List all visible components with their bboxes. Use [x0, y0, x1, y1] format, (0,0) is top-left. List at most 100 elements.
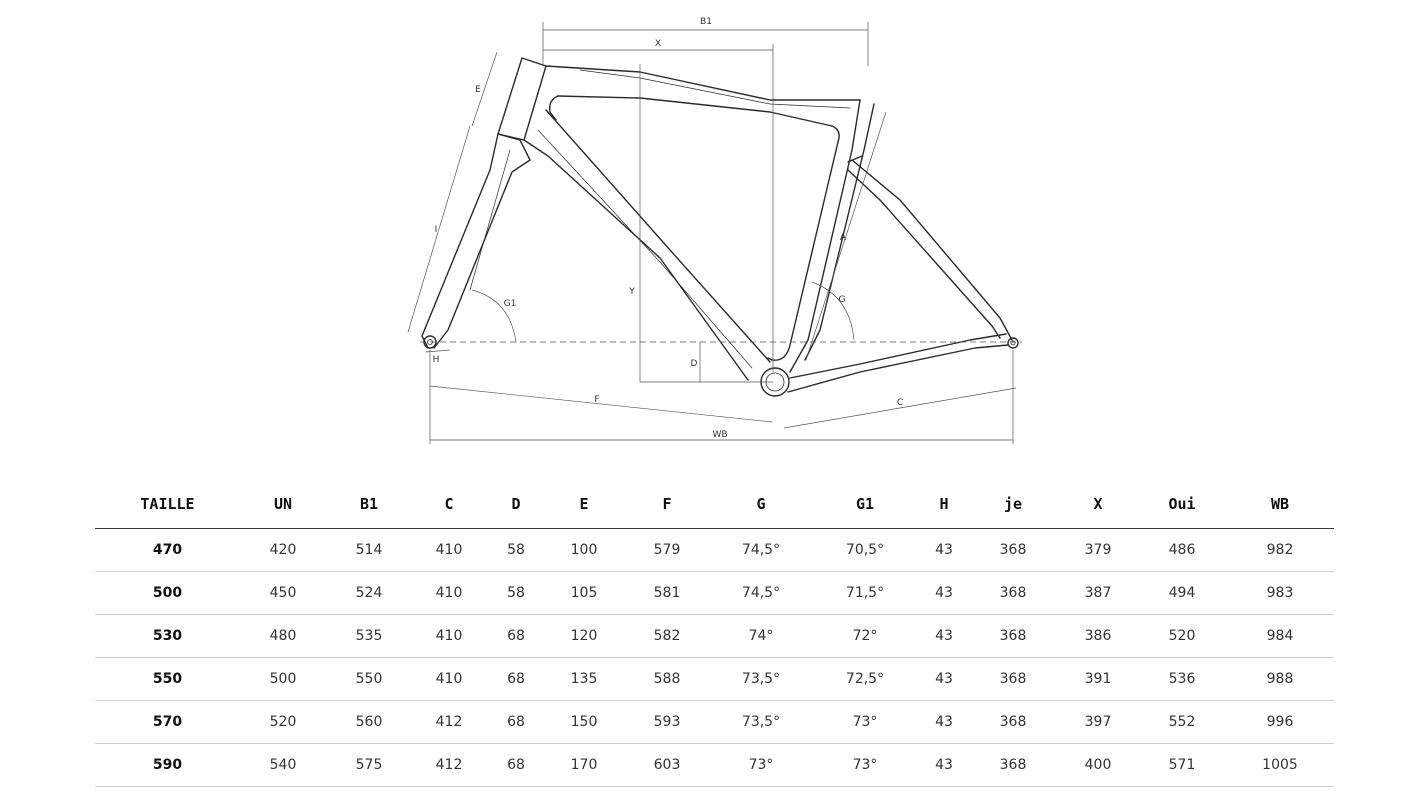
table-cell: 520 [240, 700, 326, 744]
label-y: Y [628, 287, 635, 297]
header-wb: WB [1226, 480, 1334, 529]
header-x: X [1058, 480, 1138, 529]
table-cell: 410 [412, 571, 486, 615]
table-cell: 500 [240, 657, 326, 701]
header-b1: B1 [326, 480, 412, 529]
table-cell: 386 [1058, 614, 1138, 658]
table-cell: 120 [546, 614, 622, 658]
label-x: X [655, 39, 661, 49]
table-cell: 1005 [1226, 743, 1334, 787]
seat-stay [851, 159, 1013, 341]
table-cell: 391 [1058, 657, 1138, 701]
table-cell: 73° [810, 743, 920, 787]
table-cell: 571 [1138, 743, 1226, 787]
table-cell: 43 [920, 528, 968, 572]
header-je: je [968, 480, 1058, 529]
table-cell: 58 [486, 528, 546, 572]
table-row: 570 520 560 412 68 150 593 73,5° 73° 43 … [95, 700, 1334, 744]
table-cell: 552 [1138, 700, 1226, 744]
table-cell: 368 [968, 657, 1058, 701]
table-cell: 70,5° [810, 528, 920, 572]
table-cell: 368 [968, 614, 1058, 658]
label-i: I [435, 225, 438, 235]
table-cell: 514 [326, 528, 412, 572]
table-cell: 43 [920, 657, 968, 701]
table-cell: 368 [968, 528, 1058, 572]
table-cell: 983 [1226, 571, 1334, 615]
table-cell: 397 [1058, 700, 1138, 744]
table-cell: 105 [546, 571, 622, 615]
table-row: 550 500 550 410 68 135 588 73,5° 72,5° 4… [95, 657, 1334, 701]
rear-axle [1007, 337, 1019, 349]
table-cell: 570 [95, 700, 240, 744]
table-cell: 480 [240, 614, 326, 658]
head-tube [497, 57, 547, 141]
table-row: 530 480 535 410 68 120 582 74° 72° 43 36… [95, 614, 1334, 658]
table-cell: 540 [240, 743, 326, 787]
table-cell: 74,5° [712, 571, 810, 615]
table-header-row: TAILLE UN B1 C D E F G G1 H je X Oui WB [95, 480, 1334, 529]
header-e: E [546, 480, 622, 529]
table-cell: 74° [712, 614, 810, 658]
label-f: F [594, 395, 599, 405]
table-cell: 43 [920, 571, 968, 615]
table-cell: 500 [95, 571, 240, 615]
table-cell: 58 [486, 571, 546, 615]
table-cell: 72,5° [810, 657, 920, 701]
header-taille: TAILLE [95, 480, 240, 529]
table-cell: 593 [622, 700, 712, 744]
table-cell: 984 [1226, 614, 1334, 658]
table-cell: 582 [622, 614, 712, 658]
table-cell: 575 [326, 743, 412, 787]
table-cell: 368 [968, 571, 1058, 615]
table-cell: 581 [622, 571, 712, 615]
table-cell: 73° [810, 700, 920, 744]
label-b1: B1 [700, 17, 712, 27]
header-g1: G1 [810, 480, 920, 529]
chain-stay [787, 344, 1009, 393]
table-cell: 43 [920, 614, 968, 658]
table-row: 500 450 524 410 58 105 581 74,5° 71,5° 4… [95, 571, 1334, 615]
table-cell: 135 [546, 657, 622, 701]
label-h: H [433, 355, 440, 365]
down-tube [523, 139, 749, 381]
table-cell: 150 [546, 700, 622, 744]
table-cell: 68 [486, 700, 546, 744]
table-cell: 536 [1138, 657, 1226, 701]
top-tube [545, 65, 861, 101]
header-d: D [486, 480, 546, 529]
header-f: F [622, 480, 712, 529]
table-cell: 400 [1058, 743, 1138, 787]
table-cell: 170 [546, 743, 622, 787]
fork [433, 133, 531, 349]
table-cell: 494 [1138, 571, 1226, 615]
label-e: E [475, 85, 481, 95]
label-c: C [897, 398, 903, 408]
table-cell: 410 [412, 528, 486, 572]
table-cell: 530 [95, 614, 240, 658]
table-cell: 996 [1226, 700, 1334, 744]
seat-tube [789, 99, 861, 373]
table-cell: 379 [1058, 528, 1138, 572]
table-cell: 68 [486, 657, 546, 701]
table-cell: 982 [1226, 528, 1334, 572]
table-cell: 43 [920, 700, 968, 744]
label-wb: WB [712, 430, 727, 440]
table-cell: 72° [810, 614, 920, 658]
table-cell: 470 [95, 528, 240, 572]
header-h: H [920, 480, 968, 529]
table-cell: 450 [240, 571, 326, 615]
table-cell: 412 [412, 700, 486, 744]
table-cell: 588 [622, 657, 712, 701]
label-g: G [839, 295, 846, 305]
label-a: A [840, 233, 847, 243]
table-cell: 74,5° [712, 528, 810, 572]
table-cell: 43 [920, 743, 968, 787]
geometry-table: TAILLE UN B1 C D E F G G1 H je X Oui WB … [95, 480, 1334, 787]
table-cell: 603 [622, 743, 712, 787]
table-cell: 368 [968, 700, 1058, 744]
table-cell: 524 [326, 571, 412, 615]
table-cell: 420 [240, 528, 326, 572]
header-un: UN [240, 480, 326, 529]
table-row: 590 540 575 412 68 170 603 73° 73° 43 36… [95, 743, 1334, 787]
